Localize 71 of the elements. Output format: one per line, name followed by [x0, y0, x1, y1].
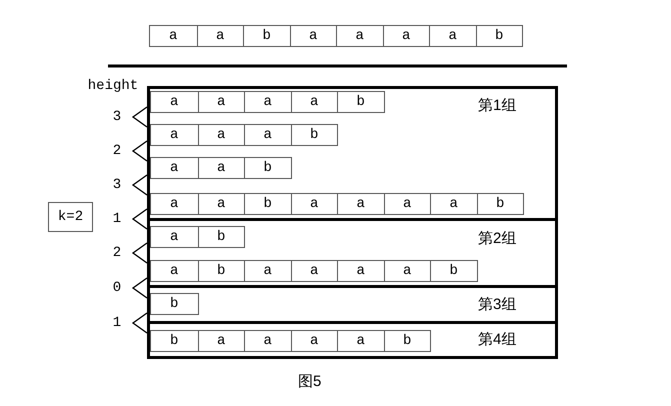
suffix-strip — [150, 260, 478, 282]
letter-cell: a — [336, 26, 382, 46]
group-box — [147, 218, 558, 288]
letter-cell: a — [290, 261, 337, 281]
group-box — [147, 285, 558, 324]
letter-cell-text: a — [168, 27, 178, 46]
letter-cell: b — [384, 331, 430, 351]
letter-cell: a — [337, 261, 384, 281]
height-value: 0 — [112, 279, 122, 297]
group-label: 第3组 — [478, 296, 516, 314]
letter-cell: a — [290, 92, 337, 112]
letter-cell: a — [198, 331, 244, 351]
height-value: 2 — [112, 244, 122, 262]
letter-cell: b — [198, 261, 244, 281]
letter-cell: a — [244, 92, 290, 112]
letter-cell: a — [196, 26, 243, 46]
letter-cell: b — [290, 125, 337, 145]
letter-cell: a — [384, 261, 430, 281]
group-box — [147, 321, 558, 359]
height-heading: height — [86, 78, 140, 94]
height-value: 3 — [112, 108, 122, 126]
letter-cell-text: a — [169, 93, 180, 112]
letter-cell: b — [244, 158, 290, 178]
letter-cell: a — [244, 331, 290, 351]
letter-cell: a — [290, 26, 336, 46]
suffix-strip — [150, 226, 245, 248]
letter-cell: b — [243, 26, 290, 46]
letter-cell: a — [198, 158, 244, 178]
caption: 图5 — [298, 373, 322, 391]
letter-cell: a — [244, 125, 290, 145]
group-box — [147, 86, 558, 221]
suffix-strip — [150, 293, 198, 315]
letter-cell: a — [198, 92, 244, 112]
suffix-strip — [150, 91, 384, 113]
letter-cell: a — [244, 261, 290, 281]
letter-cell-text: a — [169, 126, 180, 145]
parameter-box: k=2 — [48, 202, 93, 232]
letter-cell-text: a — [169, 228, 180, 247]
letter-cell-text: a — [169, 262, 180, 281]
letter-cell: a — [198, 194, 244, 214]
suffix-strip — [150, 157, 292, 179]
height-value: 2 — [112, 142, 122, 160]
letter-cell: a — [382, 26, 429, 46]
letter-cell: b — [476, 194, 523, 214]
letter-cell: a — [290, 194, 337, 214]
suffix-strip — [150, 330, 431, 352]
height-value: 1 — [112, 314, 122, 332]
height-value: 3 — [112, 176, 122, 194]
letter-cell: b — [244, 194, 290, 214]
letter-cell: a — [337, 194, 384, 214]
group-label: 第1组 — [478, 97, 516, 115]
letter-cell: b — [337, 92, 384, 112]
letter-cell: a — [430, 194, 476, 214]
letter-cell: a — [198, 125, 244, 145]
group-label: 第2组 — [478, 230, 516, 248]
letter-cell-text: a — [169, 159, 180, 178]
letter-cell: a — [429, 26, 476, 46]
suffix-strip — [150, 193, 524, 215]
string-strip — [149, 25, 523, 47]
suffix-strip — [150, 124, 338, 146]
group-label: 第4组 — [478, 331, 516, 349]
letter-cell: a — [337, 331, 384, 351]
letter-cell-text: b — [169, 295, 180, 314]
letter-cell: a — [384, 194, 430, 214]
letter-cell: b — [476, 26, 522, 46]
letter-cell-text: b — [169, 332, 180, 351]
height-value: 1 — [112, 210, 122, 228]
letter-cell: b — [198, 227, 244, 247]
letter-cell: a — [290, 331, 337, 351]
letter-cell-text: a — [169, 195, 180, 214]
letter-cell: b — [430, 261, 476, 281]
